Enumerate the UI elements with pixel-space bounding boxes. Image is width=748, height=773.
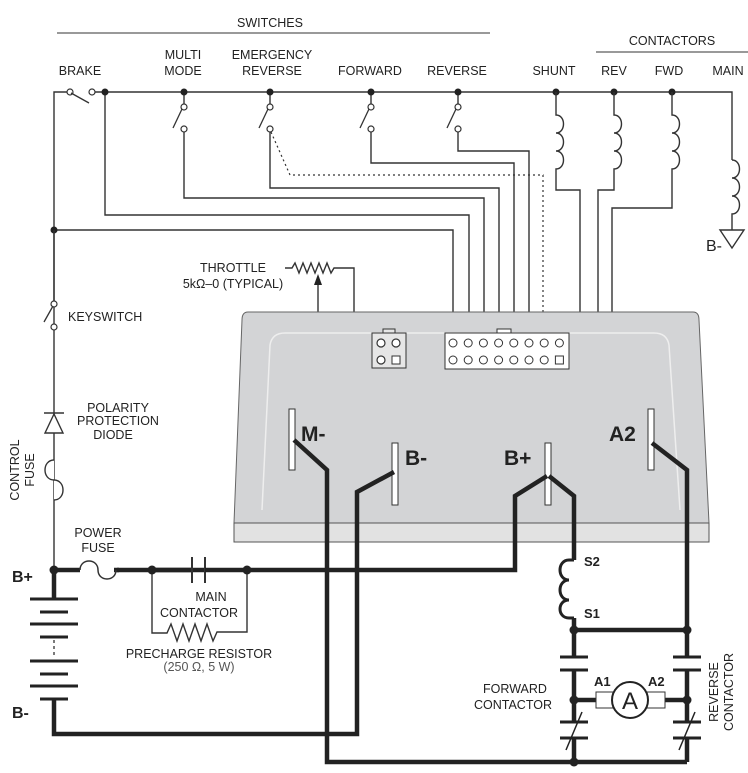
connector-pin: [463, 338, 473, 348]
connector-pin: [509, 355, 519, 365]
connector-pin: [524, 355, 534, 365]
terminal-m-minus[interactable]: [288, 408, 296, 471]
label-brake: BRAKE: [59, 64, 101, 78]
terminal-m-minus-label: M-: [301, 423, 326, 446]
throttle-label: THROTTLE: [200, 261, 266, 275]
switches-header: SWITCHES: [237, 16, 303, 30]
connector-pin: [448, 355, 458, 365]
control-fuse-label-2: FUSE: [23, 453, 37, 486]
connector-pin: [448, 338, 458, 348]
s2-label: S2: [584, 554, 600, 569]
connector-pin: [509, 338, 519, 348]
main-contactor-label-1: MAIN: [195, 590, 226, 604]
connector-pin: [554, 338, 564, 348]
motor-controller: [233, 311, 710, 543]
precharge-label: PRECHARGE RESISTOR: [126, 647, 272, 661]
connector-pin: [463, 355, 473, 365]
diode-label-1: POLARITY: [87, 401, 149, 415]
label-shunt: SHUNT: [532, 64, 575, 78]
terminal-a2-label: A2: [609, 423, 636, 446]
precharge-resistor-icon: [151, 570, 248, 644]
diode-icon: [43, 412, 65, 434]
label-forward: FORWARD: [338, 64, 402, 78]
label-emergency: EMERGENCY: [232, 48, 313, 62]
ground-label: B-: [706, 238, 722, 255]
label-multi: MULTI: [165, 48, 202, 62]
label-fwd: FWD: [655, 64, 683, 78]
coils: [528, 92, 746, 395]
battery-plus-label: B+: [12, 569, 33, 586]
control-wiring: [53, 88, 733, 570]
main-connector: [444, 328, 570, 370]
connector-pin: [539, 338, 549, 348]
forward-contactor-label-2: CONTACTOR: [474, 698, 552, 712]
connector-pin: [494, 355, 504, 365]
connector-pin: [478, 355, 488, 365]
terminal-b-plus-label: B+: [504, 447, 531, 470]
small-connector: [371, 328, 407, 369]
battery-minus-label: B-: [12, 705, 29, 722]
motor-a2-label: A2: [648, 674, 665, 689]
forward-switch: [359, 103, 375, 133]
emergency-reverse-switch: [258, 103, 274, 133]
wiper-arrow-icon: [314, 274, 322, 285]
power-fuse-label-1: POWER: [74, 526, 121, 540]
connector-pin: [524, 338, 534, 348]
s1-label: S1: [584, 606, 600, 621]
terminal-b-minus-label: B-: [405, 447, 427, 470]
keyswitch-label: KEYSWITCH: [68, 310, 142, 324]
label-mode: MODE: [164, 64, 202, 78]
power-fuse-label-2: FUSE: [81, 541, 114, 555]
motor-symbol: A: [622, 688, 638, 715]
precharge-spec: (250 Ω, 5 W): [163, 660, 234, 674]
keyswitch[interactable]: [43, 230, 58, 331]
main-contactor-icon: [191, 557, 247, 583]
label-emergency-reverse: REVERSE: [242, 64, 302, 78]
series-field-coil-icon: [558, 558, 574, 620]
switch-levers: [172, 103, 462, 133]
multi-mode-switch: [172, 103, 188, 133]
forward-contactor-icon: [560, 655, 588, 751]
terminal-b-plus[interactable]: [544, 442, 552, 506]
terminal-a2[interactable]: [647, 408, 655, 471]
main-contactor-label-2: CONTACTOR: [160, 606, 238, 620]
reverse-contactor-label-1: REVERSE: [707, 662, 721, 722]
ground-symbol-icon: [718, 229, 746, 250]
label-main: MAIN: [712, 64, 743, 78]
motor-armature-icon: [595, 681, 666, 719]
reverse-contactor-icon: [673, 655, 701, 751]
label-rev: REV: [601, 64, 627, 78]
power-junction-dots: [49, 565, 692, 767]
throttle-spec: 5kΩ–0 (TYPICAL): [183, 277, 283, 291]
motor-a1-label: A1: [594, 674, 611, 689]
control-fuse-icon: [44, 459, 64, 501]
connector-pin: [478, 338, 488, 348]
connector-pin: [494, 338, 504, 348]
diode-label-2: PROTECTION: [77, 414, 159, 428]
battery-icon: [30, 597, 78, 701]
label-reverse: REVERSE: [427, 64, 487, 78]
diode-label-3: DIODE: [93, 428, 133, 442]
contactors-header: CONTACTORS: [629, 34, 715, 48]
control-fuse-label-1: CONTROL: [8, 439, 22, 500]
connector-pin: [554, 355, 564, 365]
reverse-contactor-label-2: CONTACTOR: [722, 653, 736, 731]
connector-pin: [539, 355, 549, 365]
junction-dots: [50, 88, 676, 234]
forward-contactor-label-1: FORWARD: [483, 682, 547, 696]
power-fuse-icon: [79, 560, 117, 580]
reverse-switch: [446, 103, 462, 133]
